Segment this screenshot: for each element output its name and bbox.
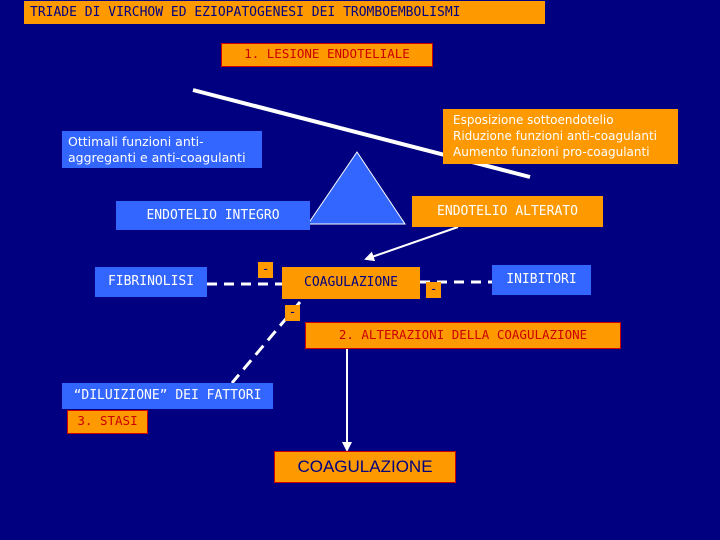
- diluizione-fattori-box: “DILUIZIONE” DEI FATTORI: [62, 383, 273, 409]
- esposizione-line-2: Riduzione funzioni anti-coagulanti: [453, 129, 658, 143]
- alterazioni-coagulazione-label: 2. ALTERAZIONI DELLA COAGULAZIONE: [305, 322, 621, 349]
- fibrinolisi-box: FIBRINOLISI: [95, 267, 207, 297]
- minus-sign-diluizione: -: [285, 305, 300, 321]
- coagulazione-box: COAGULAZIONE: [282, 267, 420, 299]
- ottimali-funzioni-box: Ottimali funzioni anti-aggreganti e anti…: [62, 131, 262, 168]
- esposizione-box: Esposizione sottoendotelio Riduzione fun…: [443, 109, 678, 164]
- inibitori-box: INIBITORI: [492, 265, 591, 295]
- arrow-to-coagulazione: [364, 226, 459, 262]
- minus-sign-inibitori: -: [426, 282, 441, 298]
- esposizione-line-3: Aumento funzioni pro-coagulanti: [453, 145, 650, 159]
- endotelio-alterato-label: ENDOTELIO ALTERATO: [412, 196, 603, 227]
- minus-sign-fibrinolisi: -: [258, 262, 273, 278]
- lesione-endoteliale-label: 1. LESIONE ENDOTELIALE: [221, 43, 433, 67]
- esposizione-line-1: Esposizione sottoendotelio: [453, 113, 614, 127]
- endotelio-integro-label: ENDOTELIO INTEGRO: [116, 201, 310, 230]
- page-title: TRIADE DI VIRCHOW ED EZIOPATOGENESI DEI …: [24, 1, 545, 24]
- coagulazione-finale-box: COAGULAZIONE: [274, 451, 456, 483]
- fulcrum-triangle: [307, 151, 406, 225]
- stasi-label: 3. STASI: [67, 410, 148, 434]
